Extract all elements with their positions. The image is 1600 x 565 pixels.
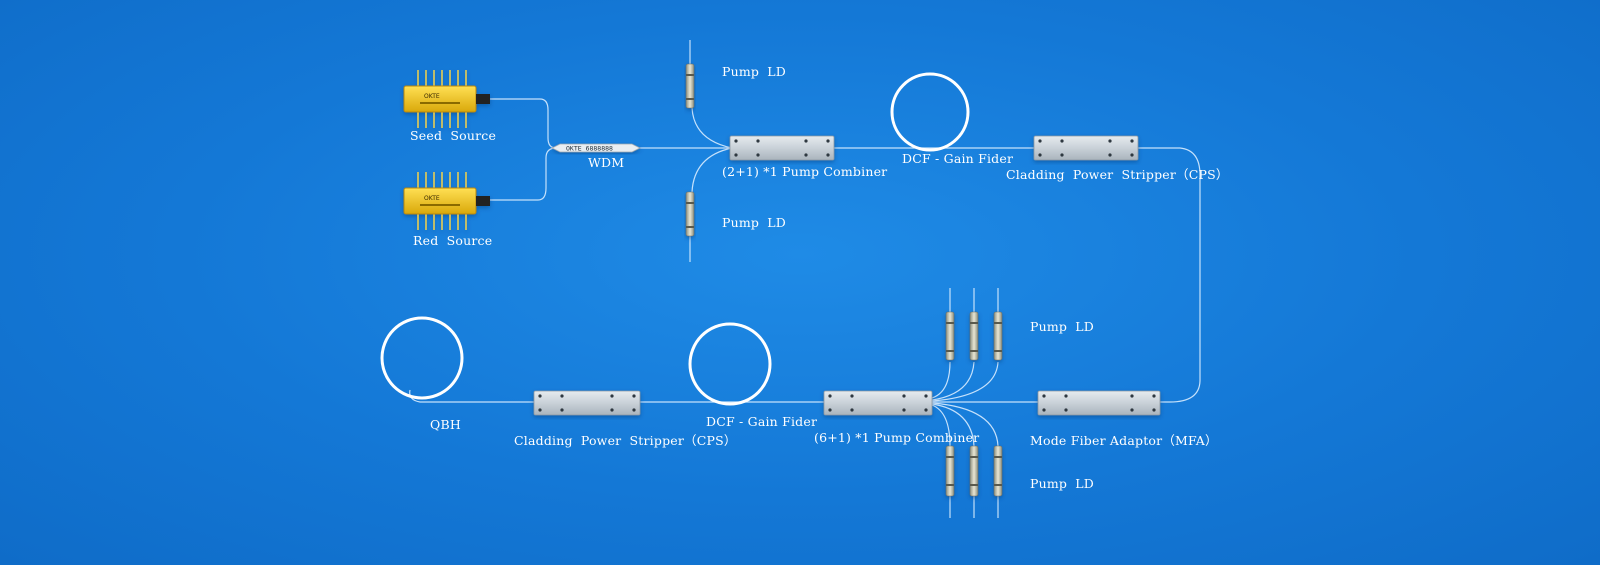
fiber-lines — [409, 40, 1201, 518]
pump-ld-top-icon — [685, 63, 695, 109]
pump-ld-lower-top-label: Pump LD — [1030, 319, 1095, 334]
pump-ld-lower-top-group-icon — [945, 311, 1003, 361]
dcf-gain-fider-top-label: DCF - Gain Fider — [902, 151, 1014, 166]
pump-combiner-2-1-icon — [729, 135, 835, 161]
pump-ld-top-label: Pump LD — [722, 64, 787, 79]
svg-text:OKTE: OKTE — [424, 195, 440, 202]
pump-combiner-6-1-label: (6+1) *1 Pump Combiner — [814, 430, 980, 445]
pump-ld-mid-icon — [685, 191, 695, 237]
wdm-marking: OKTE 6888888 — [566, 145, 613, 153]
pump-ld-mid-label: Pump LD — [722, 215, 787, 230]
wdm-label: WDM — [588, 155, 625, 170]
mfa-label: Mode Fiber Adaptor（MFA） — [1030, 433, 1218, 448]
dcf-gain-fiber-coil-bottom-icon — [688, 322, 772, 406]
fiber-red-wdm — [488, 147, 557, 201]
cps-bottom-icon — [533, 390, 641, 416]
dcf-gain-fiber-coil-top-icon — [890, 72, 970, 152]
fiber-pump-top — [691, 107, 733, 149]
qbh-label: QBH — [430, 417, 461, 432]
qbh-coil-icon — [380, 316, 464, 400]
fiber-seed-wdm — [488, 98, 557, 149]
pump-ld-lower-bottom-label: Pump LD — [1030, 476, 1095, 491]
seed-source-label: Seed Source — [410, 128, 497, 143]
wdm-coupler-icon: OKTE 6888888 — [551, 143, 641, 153]
red-source-label: Red Source — [413, 233, 493, 248]
mfa-icon — [1037, 390, 1161, 416]
dcf-gain-fider-bottom-label: DCF - Gain Fider — [706, 414, 818, 429]
cps-bottom-label: Cladding Power Stripper（CPS） — [514, 433, 737, 448]
pump-combiner-2-1-label: (2+1) *1 Pump Combiner — [722, 164, 888, 179]
svg-text:OKTE: OKTE — [424, 93, 440, 100]
seed-source-laser-icon: OKTE — [403, 70, 490, 128]
fiber-pump-mid — [691, 147, 733, 193]
pump-combiner-6-1-icon — [823, 390, 933, 416]
fiber-cps-qbh — [409, 389, 534, 403]
cps-top-icon — [1033, 135, 1139, 161]
pump-ld-lower-bottom-group-icon — [945, 445, 1003, 497]
fiber-loop-right — [1138, 147, 1201, 403]
red-source-laser-icon: OKTE — [403, 172, 490, 230]
cps-top-label: Cladding Power Stripper（CPS） — [1006, 167, 1229, 182]
